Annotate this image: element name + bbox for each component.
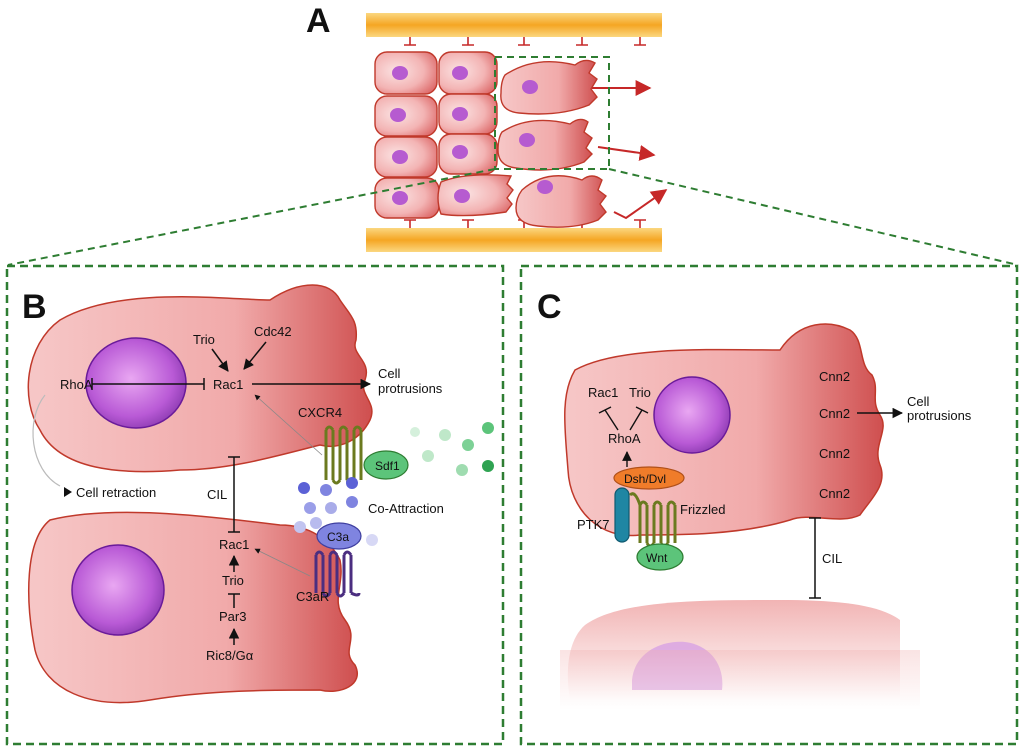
- cxcr4-label: CXCR4: [298, 405, 342, 420]
- panel-frames: [5, 264, 1019, 746]
- sdf1-particles: [410, 422, 494, 476]
- cnn2-label-2: Cnn2: [819, 406, 850, 421]
- cnn2-label-4: Cnn2: [819, 486, 850, 501]
- protrusions-c-label-2: protrusions: [907, 408, 972, 423]
- epithelial-cells: [374, 51, 607, 228]
- leader-nucleus-c: [653, 376, 731, 454]
- cil-c-label: CIL: [822, 551, 842, 566]
- frizzled-label: Frizzled: [680, 502, 726, 517]
- wnt-label: Wnt: [646, 551, 668, 565]
- rac1-bottom-label: Rac1: [219, 537, 249, 552]
- sdf1-label: Sdf1: [375, 459, 400, 473]
- c3a-ligand: [316, 522, 362, 550]
- protrusions-b-label-2: protrusions: [378, 381, 443, 396]
- protrusions-c-label-1: Cell: [907, 394, 930, 409]
- protrusions-b-label-1: Cell: [378, 366, 401, 381]
- follower-signaling-arrows: [228, 554, 240, 645]
- sdf1-ligand: [363, 450, 409, 480]
- c3ar-rac1-link: [254, 548, 311, 577]
- follower-fade: [560, 650, 920, 710]
- panel-b: B Cell retraction Trio Cdc42 RhoA Rac1 C…: [22, 284, 494, 704]
- migration-arrows: [592, 80, 668, 220]
- c3ar-receptor: [314, 550, 361, 598]
- retraction-arrowhead: [64, 487, 72, 497]
- panel-b-letter: B: [22, 288, 47, 326]
- ric8-label: Ric8/Gα: [206, 648, 254, 663]
- rhoa-label: RhoA: [60, 377, 93, 392]
- leader-cell: [27, 284, 373, 473]
- par3-label: Par3: [219, 609, 246, 624]
- zoom-region: [7, 56, 1019, 266]
- panel-a: A: [7, 2, 1019, 266]
- epithelial-nuclei: [390, 66, 553, 205]
- c-rhoa-inhibitions: [598, 406, 649, 467]
- bottom-boundary-band: [366, 228, 662, 252]
- c-rhoa-label: RhoA: [608, 431, 641, 446]
- c3a-particles: [294, 477, 378, 546]
- ptk7-label: PTK7: [577, 517, 610, 532]
- c-rac1-label: Rac1: [588, 385, 618, 400]
- c-trio-label: Trio: [629, 385, 651, 400]
- leader-signaling-arrows: [91, 341, 372, 390]
- cnn2-label-1: Cnn2: [819, 369, 850, 384]
- top-inhibition-marks: [404, 37, 646, 46]
- cdc42-label: Cdc42: [254, 324, 292, 339]
- cil-c-bar: [809, 517, 821, 599]
- leader-nucleus: [85, 337, 187, 429]
- wnt-ligand: [636, 543, 684, 571]
- cil-b-bar: [228, 456, 240, 533]
- trio-label: Trio: [193, 332, 215, 347]
- panel-c: C Rac1 Trio RhoA Dsh/Dvl PTK7: [537, 288, 972, 710]
- cnn2-label-3: Cnn2: [819, 446, 850, 461]
- c3ar-label: C3aR: [296, 589, 329, 604]
- follower-nucleus: [71, 544, 165, 636]
- trio-bottom-label: Trio: [222, 573, 244, 588]
- panel-a-letter: A: [306, 2, 331, 40]
- cell-retraction-label: Cell retraction: [76, 485, 156, 500]
- rac1-top-label: Rac1: [213, 377, 243, 392]
- ptk7-receptor: [614, 487, 630, 543]
- cxcr4-rac1-link: [254, 394, 323, 456]
- c3a-label: C3a: [327, 530, 349, 544]
- retraction-curve: [32, 394, 61, 487]
- dsh-dvl-label: Dsh/Dvl: [624, 472, 666, 486]
- cil-b-label: CIL: [207, 487, 227, 502]
- coattraction-label: Co-Attraction: [368, 501, 444, 516]
- top-boundary-band: [366, 13, 662, 37]
- dsh-dvl-protein: [613, 466, 685, 490]
- panel-c-letter: C: [537, 288, 562, 326]
